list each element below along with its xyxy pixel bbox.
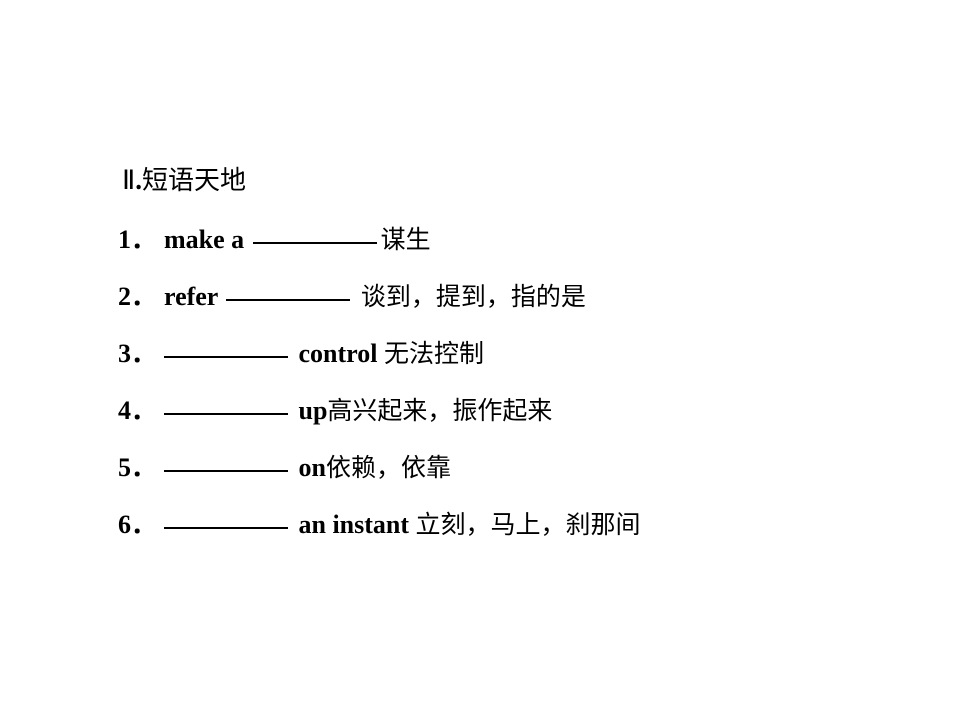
list-item-5: 5． on依赖，依靠 — [118, 448, 451, 488]
item-phrase-after: up — [292, 396, 328, 425]
fill-in-blank — [164, 412, 288, 415]
list-item-3: 3． control 无法控制 — [118, 334, 484, 374]
item-meaning: 谋生 — [380, 225, 431, 254]
section-roman-numeral: Ⅱ — [122, 165, 136, 195]
item-number: 3． — [118, 339, 158, 368]
item-meaning: 依赖，依靠 — [325, 453, 451, 482]
section-dot: . — [135, 165, 143, 195]
list-item-2: 2．refer 谈到，提到，指的是 — [118, 277, 586, 317]
item-meaning: 立刻，马上，刹那间 — [415, 510, 641, 539]
item-number: 1． — [118, 225, 158, 254]
item-phrase-before: make a — [164, 225, 251, 254]
item-meaning: 谈到，提到，指的是 — [360, 282, 586, 311]
item-meaning: 无法控制 — [383, 339, 484, 368]
fill-in-blank — [164, 469, 288, 472]
item-phrase-after: an instant — [292, 510, 416, 539]
item-number: 4． — [118, 396, 158, 425]
list-item-6: 6． an instant 立刻，马上，刹那间 — [118, 505, 641, 545]
fill-in-blank — [164, 355, 288, 358]
section-title: 短语天地 — [142, 166, 247, 196]
section-heading: Ⅱ.短语天地 — [122, 162, 246, 199]
item-number: 5． — [118, 453, 158, 482]
fill-in-blank — [252, 241, 377, 244]
item-phrase-after: control — [292, 339, 384, 368]
item-phrase-before: refer — [164, 282, 225, 311]
list-item-1: 1．make a 谋生 — [118, 220, 431, 260]
item-phrase-after: on — [292, 453, 326, 482]
fill-in-blank — [226, 298, 351, 301]
list-item-4: 4． up高兴起来，振作起来 — [118, 391, 552, 431]
fill-in-blank — [164, 526, 288, 529]
item-meaning: 高兴起来，振作起来 — [327, 396, 553, 425]
item-number: 2． — [118, 282, 158, 311]
item-number: 6． — [118, 510, 158, 539]
